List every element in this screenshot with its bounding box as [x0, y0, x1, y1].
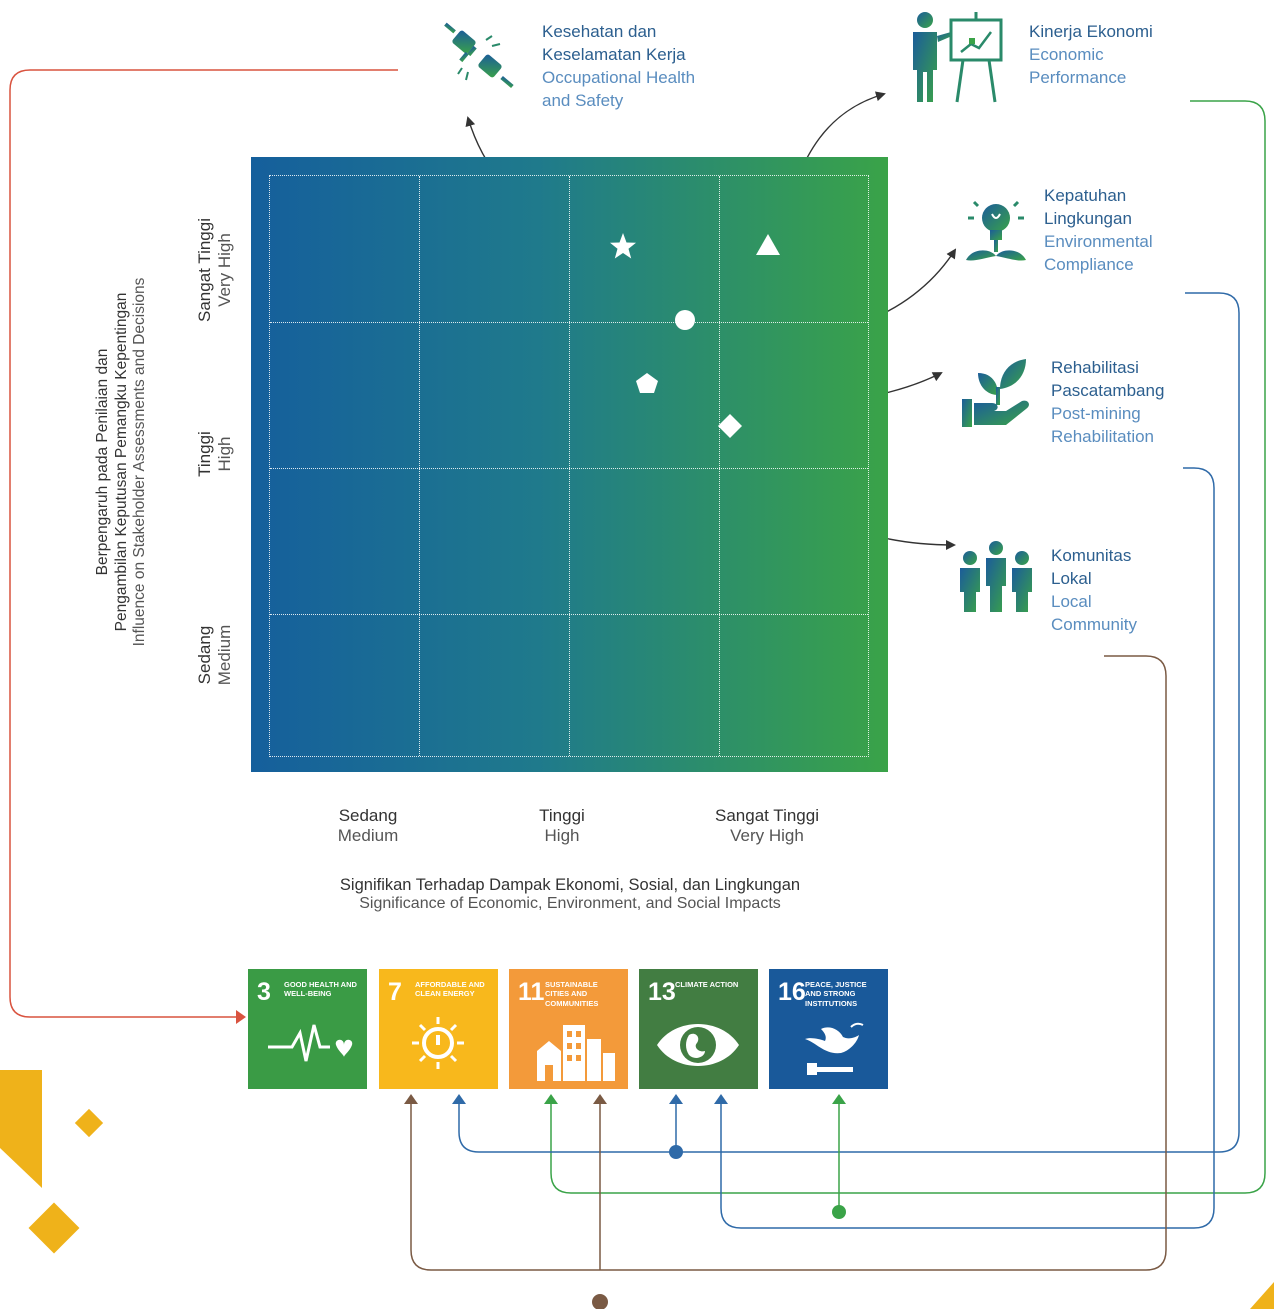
hand-plant-icon: [962, 359, 1029, 427]
sdg-tile-3: 3 Good Health and Well-Being: [248, 969, 367, 1089]
star-marker: [610, 233, 636, 259]
topic-occupational-health-safety: Kesehatan dan Keselamatan Kerja Occupati…: [542, 22, 696, 110]
y-level-high: Tinggi High: [195, 431, 235, 477]
sdg-tile-13: 13 Climate Action: [639, 969, 758, 1089]
topic-environmental-compliance: Kepatuhan Lingkungan Environmental Compl…: [1044, 186, 1153, 274]
sdg-tile-7: 7 Affordable and Clean Energy: [379, 969, 498, 1089]
sun-power-icon: [412, 1017, 464, 1069]
plug-icon: [444, 22, 514, 89]
sdg-tile-16: 16 Peace, Justice and Strong Institution…: [769, 969, 888, 1089]
pentagon-marker: [636, 373, 658, 393]
materiality-matrix: [251, 157, 888, 772]
x-axis-title: Signifikan Terhadap Dampak Ekonomi, Sosi…: [339, 876, 801, 912]
triangle-marker: [756, 234, 780, 255]
circle-marker: [675, 310, 695, 330]
y-level-medium: Sedang Medium: [195, 624, 235, 686]
sdg-name: Good Health and Well-Being: [284, 980, 357, 999]
heartbeat-icon: [268, 1024, 353, 1062]
y-title-line3: Influence on Stakeholder Assessments and…: [131, 277, 149, 647]
topic-economic-performance: Kinerja Ekonomi Economic Performance: [1029, 22, 1153, 87]
sdg-number: 3: [257, 978, 271, 1006]
city-buildings-icon: [537, 1025, 615, 1081]
x-level-medium: Sedang Medium: [337, 806, 399, 845]
y-axis-title: Berpengaruh pada Penilaian dan Pengambil…: [94, 212, 158, 712]
dove-gavel-icon: [805, 1022, 864, 1075]
matrix-grid: [269, 175, 869, 757]
eye-globe-icon: [657, 1024, 739, 1066]
y-level-very-high: Sangat Tinggi Very High: [195, 218, 235, 322]
sdg-tile-11: 11 Sustainable Cities and Communities: [509, 969, 628, 1089]
y-title-line2: Pengambilan Keputusan Pemangku Kepenting…: [112, 292, 130, 632]
eco-bulb-icon: [966, 200, 1026, 261]
diamond-marker: [718, 414, 742, 438]
presenter-chart-icon: [913, 12, 1003, 103]
y-title-line1: Berpengaruh pada Penilaian dan: [94, 348, 111, 576]
people-group-icon: [960, 541, 1032, 612]
topic-post-mining-rehabilitation: Rehabilitasi Pascatambang Post-mining Re…: [1051, 358, 1165, 446]
x-level-very-high: Sangat Tinggi Very High: [715, 806, 819, 845]
x-level-high: Tinggi High: [539, 806, 585, 845]
topic-local-community: Komunitas Lokal Local Community: [1051, 546, 1137, 634]
